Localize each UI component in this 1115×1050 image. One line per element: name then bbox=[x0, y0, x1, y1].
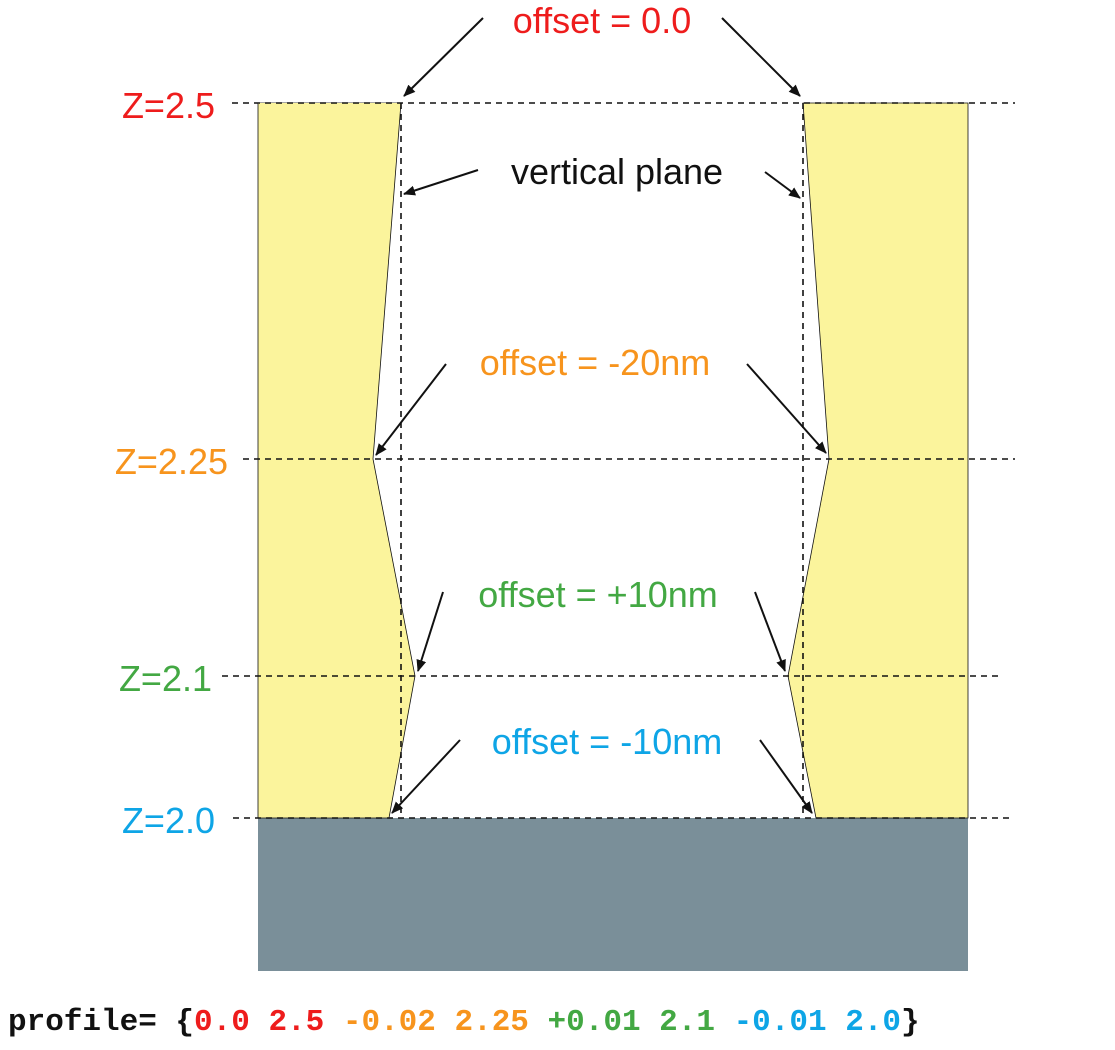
annotation-vertical-plane: vertical plane bbox=[511, 151, 723, 192]
profile-value: 0.0 bbox=[194, 1005, 250, 1040]
profile-value: 2.1 bbox=[659, 1005, 715, 1040]
substrate-block bbox=[258, 818, 968, 971]
arrow-vertical-left bbox=[403, 169, 479, 196]
annotation-offset-minus10: offset = -10nm bbox=[492, 721, 722, 762]
arrow-minus10-left bbox=[391, 739, 461, 814]
annotation-offset-0: offset = 0.0 bbox=[513, 0, 691, 41]
annotation-offset-minus20: offset = -20nm bbox=[480, 342, 710, 383]
arrow-minus10-right bbox=[759, 739, 813, 814]
arrow-offset-0-right bbox=[721, 17, 801, 97]
profile-value: 2.5 bbox=[268, 1005, 324, 1040]
resist-right-wall bbox=[787, 102, 969, 819]
profile-definition: profile= {0.0 2.5 -0.02 2.25 +0.01 2.1 -… bbox=[8, 1005, 920, 1040]
resist-left-wall bbox=[257, 102, 416, 819]
level-label-z2-5: Z=2.5 bbox=[122, 85, 215, 126]
profile-suffix: } bbox=[901, 1005, 920, 1040]
arrow-plus10-left bbox=[416, 591, 444, 672]
profile-value: -0.01 bbox=[734, 1005, 827, 1040]
level-label-z2-25: Z=2.25 bbox=[115, 441, 228, 482]
profile-value: 2.0 bbox=[845, 1005, 901, 1040]
arrow-minus20-right bbox=[746, 363, 827, 454]
level-label-z2-0: Z=2.0 bbox=[122, 800, 215, 841]
profile-prefix: profile= { bbox=[8, 1005, 194, 1040]
profile-value: +0.01 bbox=[548, 1005, 641, 1040]
annotation-offset-plus10: offset = +10nm bbox=[478, 574, 718, 615]
arrow-vertical-right bbox=[764, 171, 801, 199]
arrow-minus20-left bbox=[375, 363, 447, 456]
level-label-z2-1: Z=2.1 bbox=[119, 658, 212, 699]
profile-value: 2.25 bbox=[455, 1005, 529, 1040]
arrow-offset-0-left bbox=[403, 17, 484, 97]
profile-value: -0.02 bbox=[343, 1005, 436, 1040]
arrow-plus10-right bbox=[754, 591, 786, 672]
